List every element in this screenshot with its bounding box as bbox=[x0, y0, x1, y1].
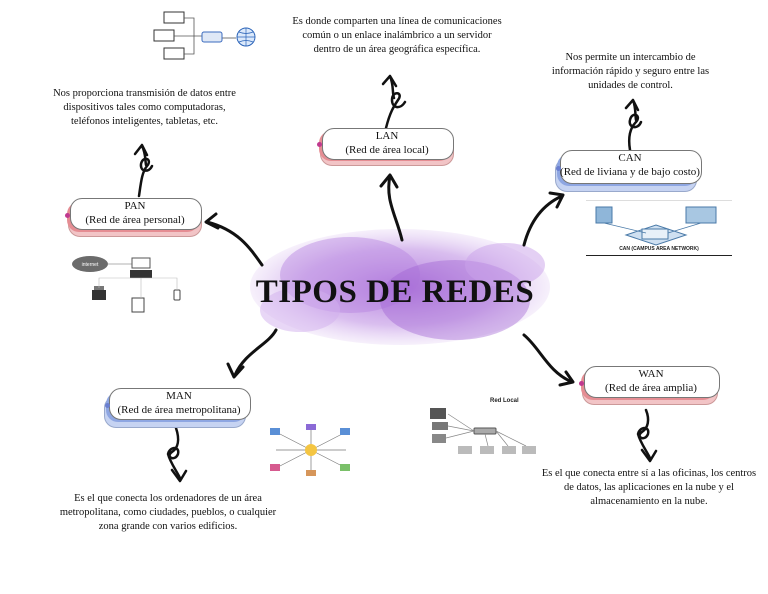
wan-network-illustration: Red Local bbox=[428, 398, 540, 456]
can-card: CAN (Red de liviana y de bajo costo) bbox=[555, 150, 702, 192]
lan-card: LAN (Red de área local) bbox=[317, 128, 454, 166]
can-campus-illustration: CAN (CAMPUS AREA NETWORK) bbox=[586, 200, 732, 256]
watercolor-background bbox=[250, 229, 550, 345]
can-image-caption: CAN (CAMPUS AREA NETWORK) bbox=[619, 246, 699, 252]
lan-description: Es donde comparten una línea de comunica… bbox=[292, 16, 502, 55]
wan-computers-icon bbox=[430, 408, 536, 454]
wan-image-caption: Red Local bbox=[490, 398, 519, 404]
wan-name: WAN bbox=[638, 368, 664, 380]
arrow-to-lan bbox=[387, 174, 404, 242]
can-description: Nos permite un intercambio de informació… bbox=[551, 52, 710, 91]
can-full-name: (Red de liviana y de bajo costo) bbox=[560, 166, 700, 178]
man-description: Es el que conecta los ordenadores de un … bbox=[59, 493, 277, 532]
wan-description: Es el que conecta entre sí a las oficina… bbox=[541, 468, 757, 507]
man-full-name: (Red de área metropolitana) bbox=[117, 404, 241, 416]
man-card: MAN (Red de área metropolitana) bbox=[104, 388, 251, 430]
svg-text:internet: internet bbox=[82, 262, 99, 268]
pan-card: PAN (Red de área personal) bbox=[65, 198, 202, 237]
pan-name: PAN bbox=[124, 200, 146, 212]
pan-devices-illustration: internet bbox=[72, 256, 181, 313]
wan-card: WAN (Red de área amplia) bbox=[579, 366, 720, 405]
man-name: MAN bbox=[166, 390, 192, 402]
arrow-to-can bbox=[522, 194, 564, 247]
pan-description: Nos proporciona transmisión de datos ent… bbox=[53, 88, 236, 127]
arrow-to-wan bbox=[522, 333, 574, 384]
man-network-illustration bbox=[270, 424, 350, 476]
arrow-to-man bbox=[233, 328, 278, 377]
lan-network-illustration bbox=[153, 11, 256, 60]
campus-buildings-icon bbox=[595, 206, 717, 246]
arrow-to-pan bbox=[205, 220, 264, 267]
wan-full-name: (Red de área amplia) bbox=[605, 382, 697, 394]
can-name: CAN bbox=[618, 152, 642, 164]
lan-full-name: (Red de área local) bbox=[345, 144, 429, 156]
pan-full-name: (Red de área personal) bbox=[85, 214, 185, 226]
main-title: TIPOS DE REDES bbox=[255, 274, 535, 310]
lan-name: LAN bbox=[375, 130, 399, 142]
